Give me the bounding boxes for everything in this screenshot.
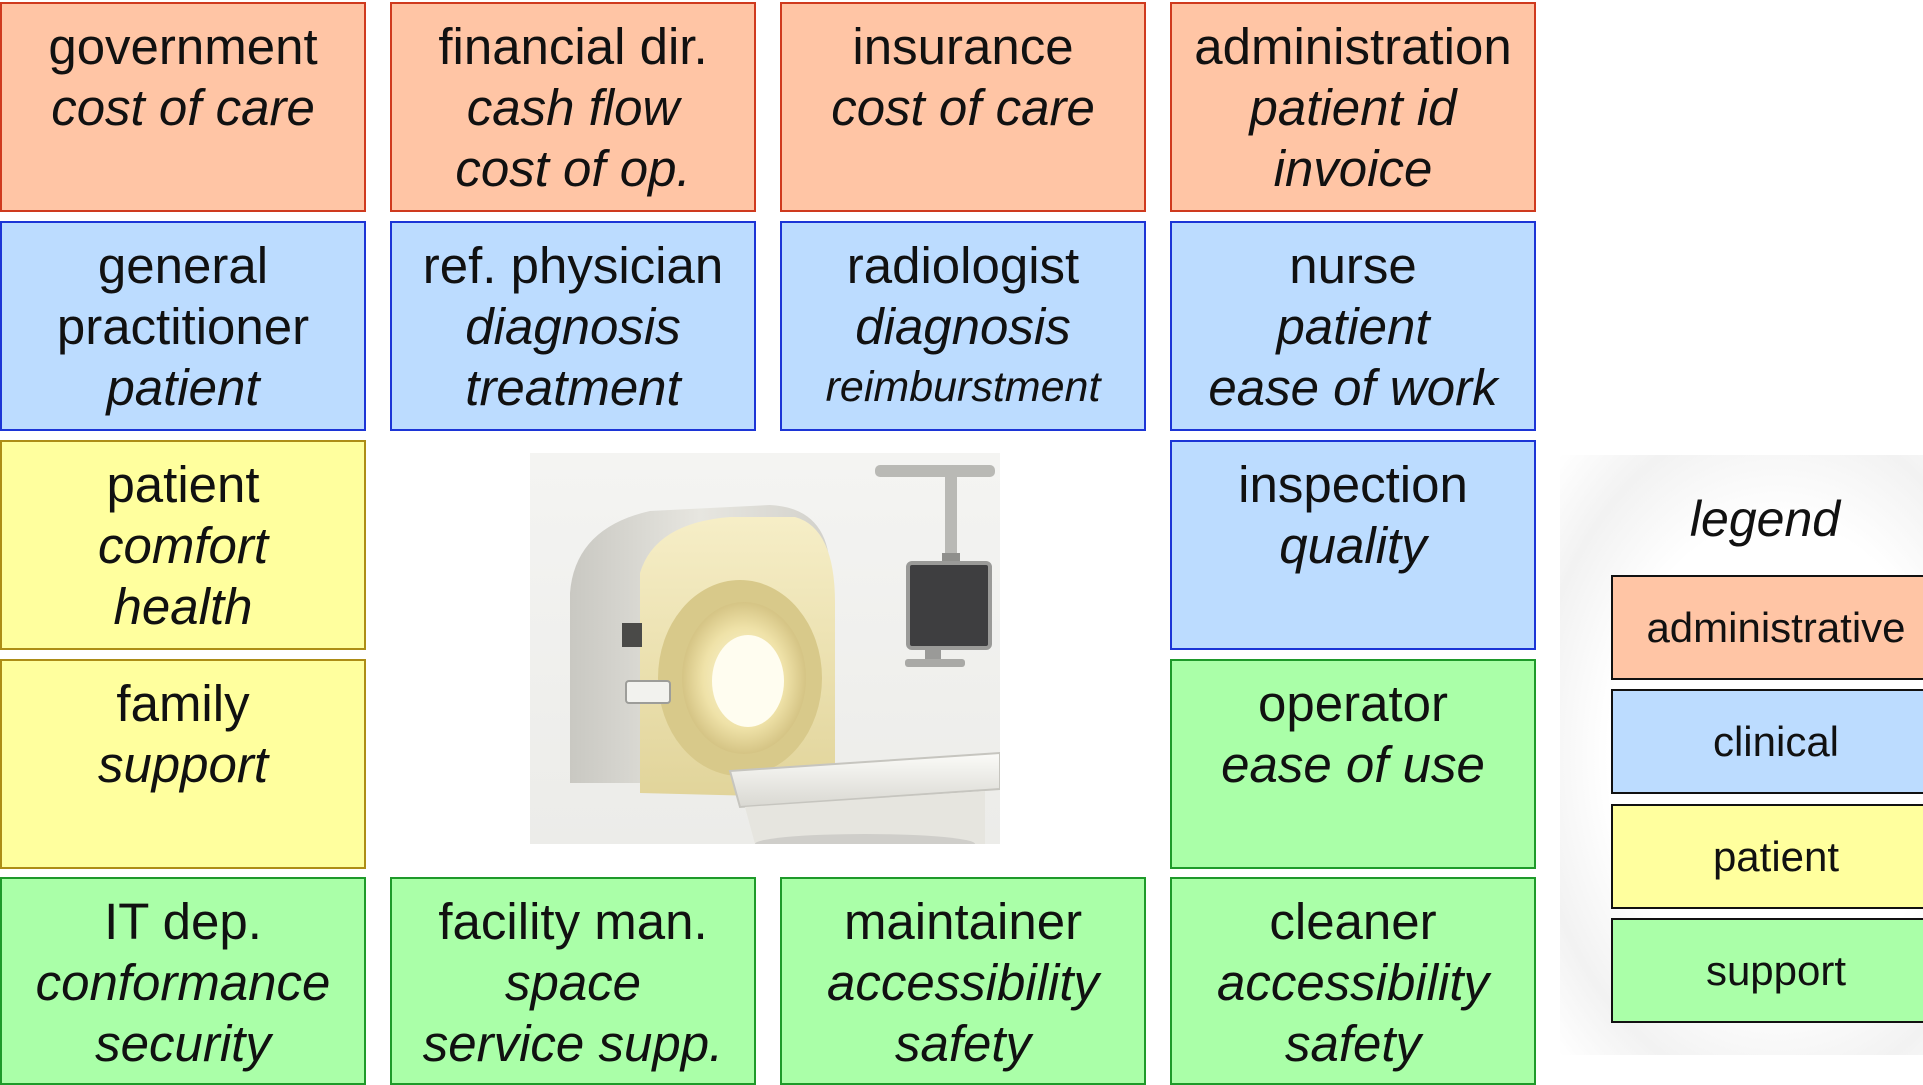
stakeholder-concern: security	[95, 1015, 271, 1072]
stakeholder-card-maintainer: maintainer accessibility safety	[780, 877, 1146, 1085]
stakeholder-card-nurse: nurse patient ease of work	[1170, 221, 1536, 431]
stakeholder-concern: diagnosis	[855, 298, 1071, 355]
stakeholder-concern: quality	[1279, 517, 1427, 574]
stakeholder-concern: patient	[1276, 298, 1430, 355]
stakeholder-name: patient	[106, 456, 260, 513]
stakeholder-card-patient: patient comfort health	[0, 440, 366, 650]
stakeholder-concern: space	[504, 954, 642, 1011]
stakeholder-concern: comfort	[97, 517, 269, 574]
stakeholder-concern: invoice	[1273, 140, 1433, 197]
stakeholder-card-facility-manager: facility man. space service supp.	[390, 877, 756, 1085]
legend-item-clinical: clinical	[1611, 689, 1923, 794]
stakeholder-card-administration: administration patient id invoice	[1170, 2, 1536, 212]
stakeholder-concern: ease of work	[1208, 359, 1498, 416]
stakeholder-name: insurance	[852, 18, 1074, 75]
stakeholder-concern: support	[97, 736, 269, 793]
stakeholder-card-radiologist: radiologist diagnosis reimburstment	[780, 221, 1146, 431]
stakeholder-name: financial dir.	[438, 18, 708, 75]
mri-scanner-image	[530, 453, 1001, 854]
stakeholder-concern: treatment	[465, 359, 681, 416]
stakeholder-name: radiologist	[846, 237, 1080, 294]
stakeholder-name: operator	[1258, 675, 1448, 732]
legend-item-support: support	[1611, 918, 1923, 1023]
stakeholder-card-financial-director: financial dir. cash flow cost of op.	[390, 2, 756, 212]
stakeholder-name: practitioner	[56, 298, 310, 355]
stakeholder-card-general-practitioner: general practitioner patient	[0, 221, 366, 431]
stakeholder-concern: conformance	[35, 954, 331, 1011]
stakeholder-card-cleaner: cleaner accessibility safety	[1170, 877, 1536, 1085]
stakeholder-concern: safety	[894, 1015, 1032, 1072]
stakeholder-name: facility man.	[438, 893, 708, 950]
stakeholder-concern: patient id	[1249, 79, 1457, 136]
legend-title: legend	[1689, 491, 1841, 547]
stakeholder-name: general	[97, 237, 269, 294]
stakeholder-name: nurse	[1289, 237, 1417, 294]
stakeholder-name: administration	[1194, 18, 1512, 75]
stakeholder-concern: diagnosis	[465, 298, 681, 355]
legend-item-administrative: administrative	[1611, 575, 1923, 680]
stakeholder-card-operator: operator ease of use	[1170, 659, 1536, 869]
stakeholder-name: family	[116, 675, 250, 732]
stakeholder-concern: safety	[1284, 1015, 1422, 1072]
stakeholder-card-family: family support	[0, 659, 366, 869]
stakeholder-name: ref. physician	[422, 237, 724, 294]
stakeholder-concern: health	[113, 578, 253, 635]
stakeholder-concern: cost of care	[831, 79, 1095, 136]
stakeholder-concern: service supp.	[422, 1015, 724, 1072]
stakeholder-name: maintainer	[843, 893, 1083, 950]
stakeholder-concern: reimburstment	[825, 363, 1101, 411]
stakeholder-concern: cost of op.	[455, 140, 691, 197]
stakeholder-card-government: government cost of care	[0, 2, 366, 212]
stakeholder-name: government	[48, 18, 318, 75]
stakeholder-card-referring-physician: ref. physician diagnosis treatment	[390, 221, 756, 431]
stakeholder-concern: cash flow	[466, 79, 680, 136]
stakeholder-name: IT dep.	[104, 893, 262, 950]
stakeholder-concern: ease of use	[1221, 736, 1485, 793]
stakeholder-concern: cost of care	[51, 79, 315, 136]
stakeholder-card-insurance: insurance cost of care	[780, 2, 1146, 212]
stakeholder-name: cleaner	[1269, 893, 1437, 950]
legend-item-patient: patient	[1611, 804, 1923, 909]
stakeholder-concern: patient	[106, 359, 260, 416]
stakeholder-card-it-department: IT dep. conformance security	[0, 877, 366, 1085]
stakeholder-name: inspection	[1238, 456, 1468, 513]
stakeholder-concern: accessibility	[826, 954, 1100, 1011]
stakeholder-concern: accessibility	[1216, 954, 1490, 1011]
stakeholder-card-inspection: inspection quality	[1170, 440, 1536, 650]
mri-scanner-icon	[570, 465, 1001, 854]
